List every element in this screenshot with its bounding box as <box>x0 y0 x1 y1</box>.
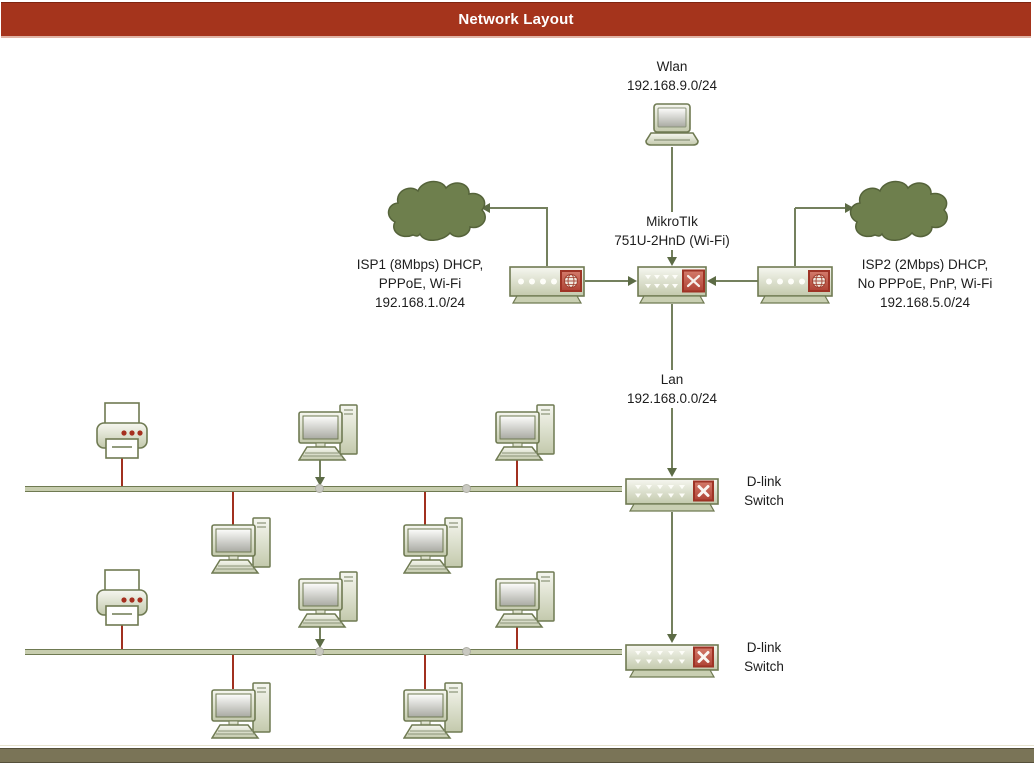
arrowhead-into-router-right <box>707 276 716 286</box>
wlan-label: Wlan 192.168.9.0/24 <box>597 57 747 95</box>
arrowhead-into-switch2 <box>667 634 677 643</box>
drop-computer-b1 <box>232 492 234 526</box>
printer-icon-2 <box>96 569 148 626</box>
drop-computer-a2 <box>516 458 518 486</box>
switch2-line2: Switch <box>744 659 784 674</box>
wire-modem1-to-cloud1 <box>489 207 548 209</box>
switch1-line1: D-link <box>746 474 782 489</box>
arrowhead-into-cloud2 <box>845 203 854 213</box>
arrowhead-into-cloud1 <box>481 203 490 213</box>
title-bar: Network Layout <box>1 2 1031 38</box>
isp2-line3: 192.168.5.0/24 <box>879 295 971 310</box>
drop-computer-d1 <box>232 655 234 689</box>
drop-printer2 <box>121 623 123 649</box>
drop-computer-a1 <box>319 458 321 478</box>
isp2-line2: No PPPoE, PnP, Wi-Fi <box>857 276 993 291</box>
arrowhead-computer-a1 <box>315 477 325 486</box>
footer-bar <box>0 748 1034 763</box>
mikrotik-name: MikroTIk <box>646 214 698 229</box>
modem-icon-isp2 <box>757 266 833 304</box>
wire-modem1-to-router <box>585 280 629 282</box>
isp1-line3: 192.168.1.0/24 <box>374 295 466 310</box>
wire-laptop-to-router <box>671 147 673 257</box>
isp1-label: ISP1 (8Mbps) DHCP, PPPoE, Wi-Fi 192.168.… <box>325 255 515 312</box>
cloud-icon-isp2 <box>845 177 951 247</box>
globe-icon <box>564 274 578 288</box>
mikrotik-label: MikroTIk 751U-2HnD (Wi-Fi) <box>592 212 752 250</box>
switch-icon-1 <box>625 478 719 512</box>
drop-computer-c1 <box>319 625 321 640</box>
drop-computer-c2 <box>516 627 518 649</box>
junction-dot-bus2-center <box>315 647 324 656</box>
switch1-line2: Switch <box>744 493 784 508</box>
desktop-computer-icon-d1 <box>211 682 273 740</box>
arrowhead-into-router-left <box>628 276 637 286</box>
x-icon <box>697 651 710 663</box>
desktop-computer-icon-c1 <box>298 571 360 629</box>
footer-divider <box>0 745 1034 746</box>
wire-modem2-to-cloud2 <box>795 207 845 209</box>
globe-icon <box>812 274 826 288</box>
router-icon-mikrotik <box>637 266 707 304</box>
wire-switch1-to-switch2 <box>671 512 673 635</box>
desktop-computer-icon-a2 <box>495 404 557 462</box>
desktop-computer-icon-c2 <box>495 571 557 629</box>
printer-icon-1 <box>96 402 148 459</box>
desktop-computer-icon-d2 <box>403 682 465 740</box>
wire-modem2-up <box>794 208 796 266</box>
isp1-line2: PPPoE, Wi-Fi <box>378 276 462 291</box>
desktop-computer-icon-b2 <box>403 517 465 575</box>
wlan-subnet: 192.168.9.0/24 <box>626 78 718 93</box>
laptop-icon <box>644 103 700 148</box>
arrowhead-into-router-top <box>667 257 677 266</box>
arrowhead-into-switch1 <box>667 468 677 477</box>
switch-icon-2 <box>625 644 719 678</box>
x-icon <box>697 485 710 497</box>
isp2-line1: ISP2 (2Mbps) DHCP, <box>861 257 989 272</box>
isp2-label: ISP2 (2Mbps) DHCP, No PPPoE, PnP, Wi-Fi … <box>830 255 1020 312</box>
route-arrows-icon <box>686 274 701 288</box>
junction-dot-bus2-right <box>462 647 471 656</box>
junction-dot-bus1-right <box>462 484 471 493</box>
switch1-label: D-link Switch <box>731 472 797 510</box>
wire-modem2-to-router <box>715 280 758 282</box>
page-title: Network Layout <box>458 11 574 28</box>
lan-name: Lan <box>660 372 684 387</box>
arrowhead-computer-c1 <box>315 639 325 648</box>
drop-computer-d2 <box>424 655 426 689</box>
switch2-label: D-link Switch <box>731 638 797 676</box>
lan-subnet: 192.168.0.0/24 <box>626 391 718 406</box>
isp1-line1: ISP1 (8Mbps) DHCP, <box>356 257 484 272</box>
modem-icon-isp1 <box>509 266 585 304</box>
desktop-computer-icon-b1 <box>211 517 273 575</box>
mikrotik-model: 751U-2HnD (Wi-Fi) <box>614 233 730 248</box>
switch2-line1: D-link <box>746 640 782 655</box>
lan-label: Lan 192.168.0.0/24 <box>597 370 747 408</box>
drop-computer-b2 <box>424 492 426 526</box>
desktop-computer-icon-a1 <box>298 404 360 462</box>
drop-printer1 <box>121 456 123 486</box>
wlan-name: Wlan <box>656 59 688 74</box>
cloud-icon-isp1 <box>383 177 489 247</box>
junction-dot-bus1-center <box>315 484 324 493</box>
wire-modem1-up <box>546 208 548 266</box>
